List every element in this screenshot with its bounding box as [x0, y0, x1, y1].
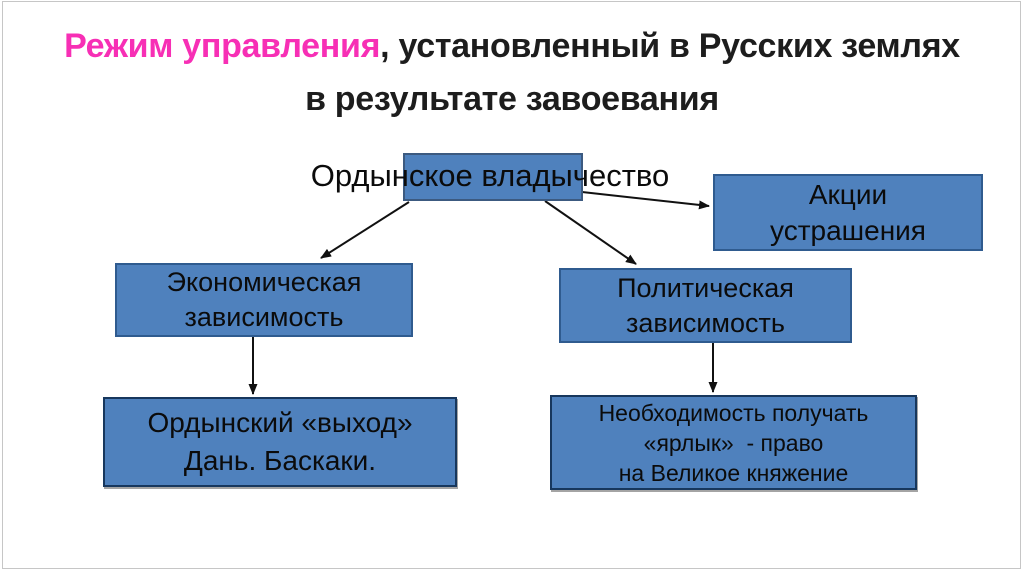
box-tribute-line1: Ордынский «выход»: [147, 407, 413, 438]
box-political-line2: зависимость: [626, 307, 785, 338]
box-political-line1: Политическая: [617, 272, 794, 303]
arrow-horde-to-intimidation: [581, 191, 710, 210]
box-yarlyk-line3: на Великое княжение: [618, 459, 849, 486]
box-intimidation-line1: Акции: [808, 178, 888, 210]
title-line1-rest: , установленный в Русских землях: [380, 27, 960, 65]
title-line-1: Режим управления, установленный в Русски…: [0, 20, 1024, 73]
arrow-horde-to-economic: [320, 201, 410, 259]
box-horde-rule: [403, 153, 583, 201]
box-yarlyk-line2: «ярлык» - право: [643, 429, 824, 456]
box-yarlyk-requirement: Необходимость получать «ярлык» - право н…: [550, 395, 917, 490]
box-economic-dependence: Экономическая зависимость: [115, 263, 413, 337]
arrow-horde-to-political: [544, 200, 637, 265]
title-highlight: Режим управления: [64, 27, 381, 65]
box-horde-rule-label: Ордынское владычество: [310, 158, 670, 193]
slide-title: Режим управления, установленный в Русски…: [0, 20, 1024, 126]
box-horde-tribute: Ордынский «выход» Дань. Баскаки.: [103, 397, 457, 487]
box-intimidation: Акции устрашения: [713, 174, 983, 251]
title-line-2: в результате завоевания: [305, 80, 719, 118]
box-intimidation-line2: устрашения: [770, 214, 926, 246]
box-economic-line2: зависимость: [184, 302, 344, 332]
box-economic-line1: Экономическая: [166, 267, 362, 297]
box-tribute-line2: Дань. Баскаки.: [183, 445, 377, 476]
box-political-dependence: Политическая зависимость: [559, 268, 852, 343]
box-yarlyk-line1: Необходимость получать: [598, 399, 869, 426]
